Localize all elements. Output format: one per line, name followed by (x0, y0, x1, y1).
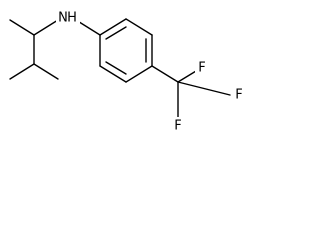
molecule-diagram: N H F F F (0, 0, 252, 142)
nitrogen-label-bg (56, 10, 80, 28)
ring-bond-5 (99, 65, 127, 83)
bond-isopropyl-right (33, 63, 59, 80)
ring-double-bond-bottom (105, 61, 127, 75)
ring-bond-2 (125, 18, 153, 36)
bond-ring-cf3 (151, 65, 179, 83)
bond-ch-n (33, 19, 59, 36)
fluorine-top-atom-label: F (198, 61, 205, 76)
fluorine-right-label-bg (232, 86, 246, 103)
ring-bond-1 (99, 18, 127, 36)
atom-label-layer: N H F F F (56, 10, 246, 134)
fluorine-top-label-bg (195, 60, 209, 77)
bond-isopropyl-left (9, 63, 35, 80)
ring-bond-4 (125, 65, 153, 83)
fluorine-right-atom-label: F (235, 88, 242, 103)
bond-methyl-ch (9, 19, 35, 36)
hydrogen-atom-label: H (67, 11, 77, 26)
bond-cf3-f-right (177, 81, 231, 96)
nitrogen-atom-label: N (58, 11, 68, 26)
ring-double-bond-top (105, 26, 127, 40)
fluorine-left-atom-label: F (174, 119, 181, 134)
structure-svg: N H F F F (9, 10, 246, 134)
fluorine-left-label-bg (171, 117, 185, 134)
